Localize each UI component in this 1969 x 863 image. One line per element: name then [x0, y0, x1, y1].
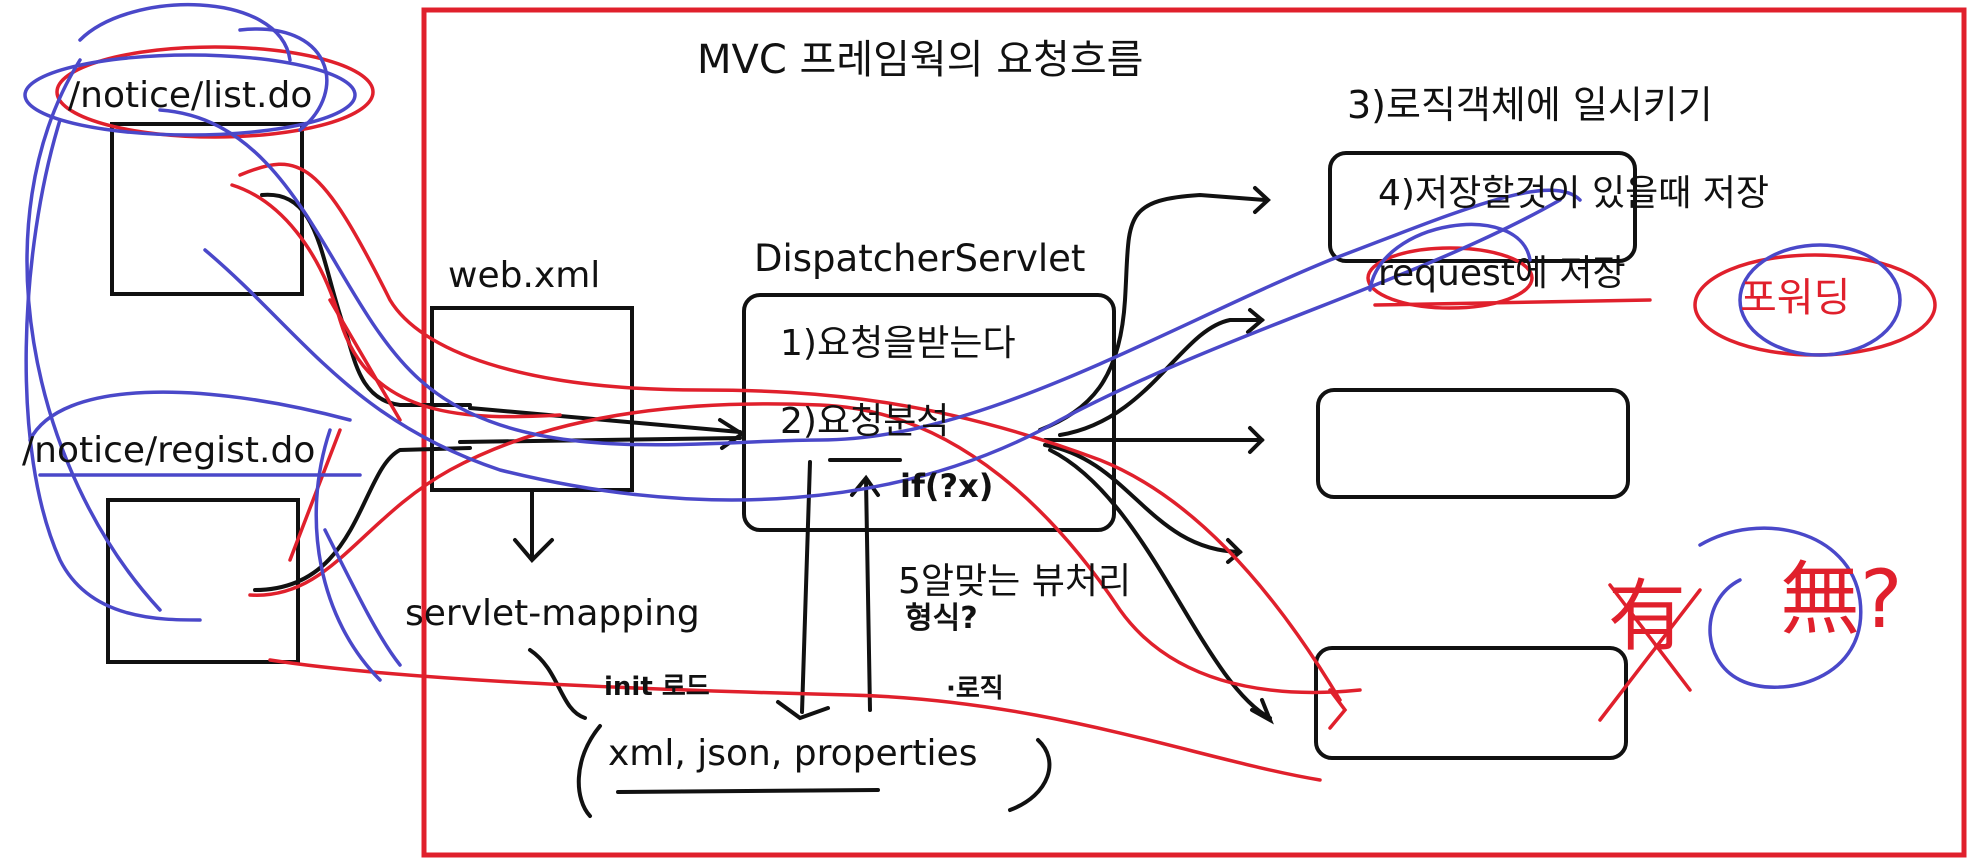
url-regist-label: /notice/regist.do	[22, 430, 316, 471]
request-save-label: request에 저장	[1378, 253, 1626, 294]
blue-forward-circle	[1738, 243, 1902, 357]
dispatcher-label: DispatcherServlet	[754, 237, 1086, 280]
url-list-circle	[55, 45, 375, 139]
webxml-to-dispatcher-1	[468, 406, 742, 434]
config-bracket-right	[1008, 738, 1052, 812]
config-formats-label: xml, json, properties	[608, 733, 978, 774]
red-flow-regist	[248, 402, 1362, 695]
model-box	[1316, 388, 1630, 499]
step5-label: 5알맞는 뷰처리	[898, 561, 1132, 602]
red-cross-a	[288, 298, 402, 562]
webxml-to-dispatcher-2	[458, 436, 742, 444]
blue-exists-loop	[1698, 526, 1863, 689]
red-annotations	[55, 45, 1937, 782]
step1-label: 1)요청을받는다	[780, 323, 1016, 364]
forward-note: 포워딩	[1740, 275, 1851, 321]
black-flow-lines	[253, 186, 1274, 818]
dispatch-to-logic	[1038, 192, 1267, 432]
logic-box	[1328, 151, 1637, 263]
dispatcher-to-config	[800, 460, 812, 714]
blue-top-arc	[78, 2, 292, 62]
blue-flow-1	[158, 108, 1582, 447]
config-bracket-left	[576, 724, 602, 818]
blue-regist-loops	[314, 428, 402, 682]
red-flow-top	[238, 162, 1342, 702]
blue-flow-2	[203, 198, 1562, 502]
config-underline	[616, 788, 880, 794]
blue-loop-2	[25, 58, 162, 612]
red-flow-bottom	[268, 658, 1322, 782]
view-method-note: 형식?	[905, 601, 978, 636]
request-circle	[1366, 246, 1534, 310]
init-load-note: init 로드	[604, 672, 710, 702]
exists-mark: 有	[1608, 572, 1687, 662]
diagram-title: MVC 프레임웍의 요청흐름	[697, 37, 1144, 83]
logic-note: ·로직	[946, 674, 1004, 704]
request-underline	[1373, 298, 1652, 307]
step4-label: 4)저장할것이 있을때 저장	[1378, 173, 1770, 214]
regist-to-webxml	[253, 446, 472, 592]
blue-loop-1	[24, 118, 202, 622]
blue-loop-3	[238, 27, 329, 132]
dispatch-to-view	[1048, 448, 1272, 720]
mapping-hook	[528, 648, 587, 720]
config-to-dispatcher	[864, 478, 872, 712]
servlet-mapping-label: servlet-mapping	[405, 593, 700, 634]
exists-cross	[1598, 583, 1702, 722]
not-exists-mark: 無?	[1780, 553, 1903, 646]
url-list-label: /notice/list.do	[68, 75, 313, 116]
blue-annotations	[23, 2, 1902, 689]
url-top-blue-oval	[23, 53, 357, 137]
blue-request-lasso	[1368, 222, 1532, 292]
mvc-frame	[421, 7, 1967, 858]
view-box	[1314, 646, 1628, 760]
webxml-label: web.xml	[448, 255, 601, 296]
step2-label: 2)요청분석	[780, 401, 950, 442]
red-flow-list	[230, 183, 562, 419]
blue-flow-3	[28, 390, 352, 442]
step3-label: 3)로직객체에 일시키기	[1347, 83, 1713, 127]
dispatch-to-4	[1043, 443, 1242, 554]
red-arrow-head	[1328, 688, 1348, 730]
if-code-note: if(?x)	[900, 467, 994, 505]
